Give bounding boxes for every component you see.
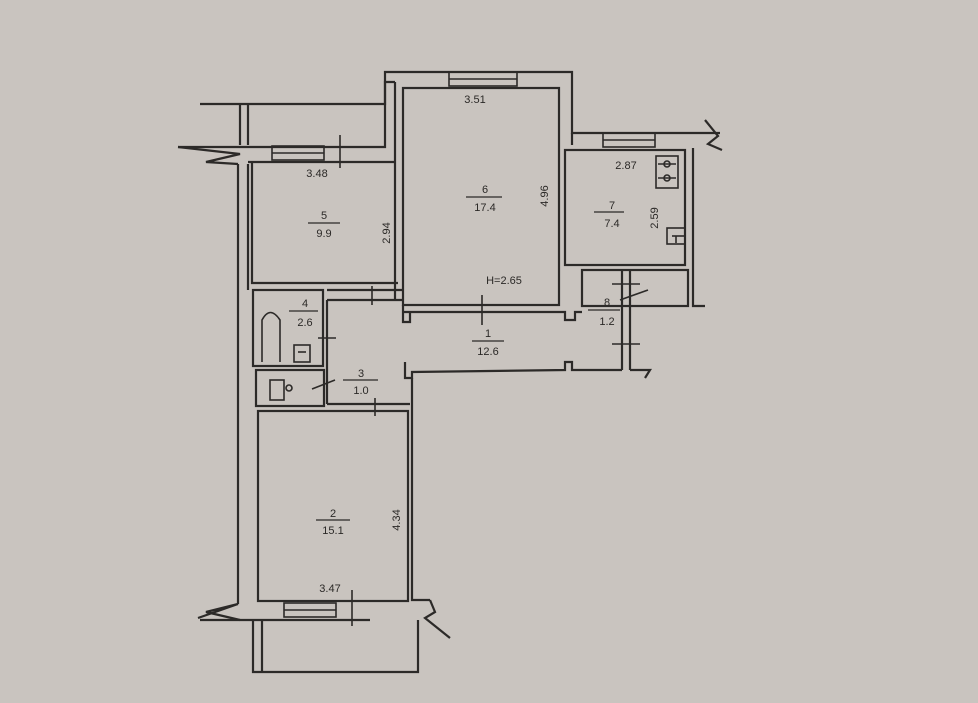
break-mark-left-bottom <box>197 602 241 622</box>
room-4-walls <box>251 288 325 368</box>
room-area: 2.6 <box>297 317 312 329</box>
balcony-lower-wall <box>178 80 395 149</box>
room-label-4: 4 2.6 <box>289 298 318 329</box>
door-swing <box>619 289 649 301</box>
break-mark-left-top <box>177 145 241 166</box>
washbasin-icon <box>293 344 311 363</box>
dimension-room-7-length: 2.59 <box>649 207 661 228</box>
dimension-room-2-length: 4.34 <box>391 509 403 530</box>
room-area: 1.2 <box>599 316 614 328</box>
room-label-8: 8 1.2 <box>588 297 620 328</box>
room-number: 1 <box>485 328 491 340</box>
room-5-box <box>250 162 398 285</box>
break-mark-right-mid <box>630 368 652 379</box>
toilet-walls <box>254 368 326 408</box>
room-number: 8 <box>604 297 610 309</box>
room-area: 9.9 <box>316 228 331 240</box>
room-number: 5 <box>321 210 327 222</box>
room-number: 6 <box>482 184 488 196</box>
dimension-room-6-width: 3.51 <box>464 94 485 106</box>
walls <box>177 70 723 674</box>
room-2-walls <box>256 409 410 603</box>
room-area: 7.4 <box>604 218 619 230</box>
wall-seg <box>401 305 412 324</box>
dimension-room-6-length: 4.96 <box>539 185 551 206</box>
door-swing <box>311 379 336 390</box>
room-6-walls <box>401 86 561 307</box>
room-8-walls <box>580 268 690 308</box>
room-area: 17.4 <box>474 202 495 214</box>
dimension-room-7-width: 2.87 <box>615 160 636 172</box>
corridor-top-wall <box>403 310 582 322</box>
toilet-icon <box>269 379 285 401</box>
room-label-2: 2 15.1 <box>316 508 350 537</box>
room-number: 4 <box>302 298 308 310</box>
room-label-7: 7 7.4 <box>594 200 624 230</box>
break-mark-right-top <box>704 119 723 152</box>
sink-icon <box>666 227 686 245</box>
room-area: 1.0 <box>353 385 368 397</box>
toilet-bowl <box>285 384 293 392</box>
room-area: 12.6 <box>477 346 498 358</box>
room-label-1: 1 12.6 <box>472 328 504 358</box>
room-number: 2 <box>330 508 336 520</box>
dimension-room-5-width: 3.48 <box>306 168 327 180</box>
room-number: 3 <box>358 368 364 380</box>
room-7-walls <box>563 148 687 267</box>
room-number: 7 <box>609 200 615 212</box>
room-label-6: 6 17.4 <box>466 184 502 214</box>
ceiling-height-label: H=2.65 <box>486 275 522 287</box>
room-label-3: 3 1.0 <box>343 368 378 397</box>
right-outer-wall <box>691 148 705 308</box>
room-label-5: 5 9.9 <box>308 210 340 240</box>
dimension-room-5-length: 2.94 <box>381 222 393 243</box>
dimension-labels: 3.51 4.96 3.48 2.94 2.87 2.59 3.47 4.34 … <box>306 94 661 595</box>
dimension-room-2-width: 3.47 <box>319 583 340 595</box>
room-area: 15.1 <box>322 525 343 537</box>
corridor-bottom-wall <box>403 360 622 380</box>
right-wall-lower <box>410 378 430 602</box>
top-outer-wall <box>200 70 720 135</box>
break-mark-right-bottom <box>423 599 451 639</box>
room-labels: 1 12.6 2 15.1 3 1.0 4 2.6 5 9.9 <box>289 184 624 537</box>
lower-loggia <box>251 620 420 674</box>
bathtub-icon <box>261 311 281 362</box>
stove-icon <box>655 155 679 189</box>
